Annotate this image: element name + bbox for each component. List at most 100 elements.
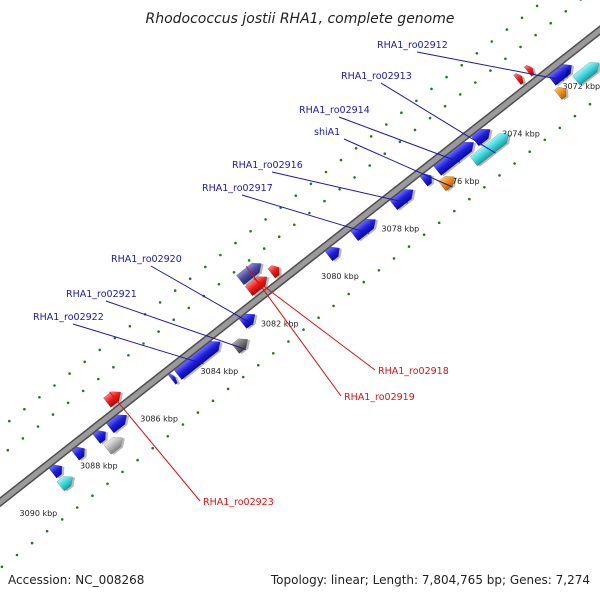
gene-feature[interactable] — [438, 171, 460, 192]
gene-feature[interactable] — [173, 336, 226, 381]
tick-dot — [234, 241, 237, 245]
gene-arrow[interactable] — [92, 427, 109, 445]
gene-arrow[interactable] — [71, 444, 88, 461]
tick-dot — [309, 182, 313, 186]
tick-dot — [428, 116, 432, 120]
gene-arrow[interactable] — [523, 63, 536, 77]
tick-dot — [398, 140, 402, 144]
tick-dot — [106, 482, 109, 486]
genome-backbone — [0, 27, 600, 506]
gene-arrow[interactable] — [56, 472, 76, 492]
tick-dot — [422, 233, 426, 236]
gene-label[interactable]: RHA1_ro02919 — [344, 392, 415, 403]
tick-dot — [317, 316, 320, 320]
tick-dot — [513, 162, 516, 165]
gene-arrow[interactable] — [48, 462, 65, 479]
tick-label: 3090 kbp — [20, 509, 58, 518]
tick-dot — [564, 10, 568, 13]
tick-dot — [81, 389, 85, 393]
gene-label[interactable]: RHA1_ro02914 — [299, 105, 370, 116]
gene-feature[interactable] — [389, 184, 419, 211]
tick-dot — [460, 63, 464, 67]
tick-dot — [549, 21, 552, 25]
gene-arrow[interactable] — [231, 335, 251, 354]
tick-dot — [458, 93, 462, 96]
gene-arrow[interactable] — [173, 337, 224, 380]
tick-dot — [528, 150, 531, 153]
tick-dot — [369, 135, 373, 138]
gene-feature[interactable] — [167, 372, 181, 386]
gene-arrow[interactable] — [513, 72, 526, 86]
tick-dot — [157, 330, 160, 333]
tick-dot — [257, 363, 260, 367]
gene-label[interactable]: RHA1_ro02918 — [378, 366, 449, 377]
gene-arrow[interactable] — [267, 263, 283, 279]
gene-label[interactable]: RHA1_ro02912 — [377, 40, 448, 51]
gene-label[interactable]: RHA1_ro02921 — [66, 289, 137, 300]
gene-label[interactable]: RHA1_ro02920 — [111, 254, 182, 265]
gene-feature[interactable] — [267, 262, 285, 280]
tick-dot — [475, 52, 479, 55]
gene-arrow[interactable] — [438, 172, 457, 192]
tick-dot — [347, 292, 351, 296]
tick-dot — [354, 146, 358, 150]
gene-feature[interactable] — [350, 214, 382, 243]
gene-feature[interactable] — [433, 137, 480, 177]
gene-feature[interactable] — [106, 410, 132, 435]
accession-text: Accession: NC_008268 — [8, 573, 145, 587]
tick-dot — [400, 111, 403, 114]
gene-feature[interactable] — [513, 71, 528, 86]
gene-feature[interactable] — [572, 57, 600, 87]
gene-label[interactable]: RHA1_ro02916 — [232, 160, 303, 171]
gene-feature[interactable] — [92, 426, 112, 445]
gene-feature[interactable] — [103, 432, 129, 456]
gene-label[interactable]: RHA1_ro02922 — [33, 312, 104, 323]
gene-feature[interactable] — [547, 63, 573, 87]
gene-arrow[interactable] — [106, 410, 130, 434]
gene-feature[interactable] — [48, 461, 68, 480]
tick-dot — [76, 506, 79, 509]
gene-arrow[interactable] — [167, 372, 179, 385]
tick-dot — [490, 40, 494, 43]
tick-dot — [127, 354, 130, 357]
gene-feature[interactable] — [56, 471, 79, 492]
gene-label[interactable]: RHA1_ro02917 — [202, 183, 273, 194]
tick-dot — [158, 301, 162, 304]
tick-dot — [241, 375, 245, 379]
gene-arrow[interactable] — [547, 64, 570, 86]
tick-dot — [558, 126, 562, 130]
genome-summary-text: Topology: linear; Length: 7,804,765 bp; … — [270, 573, 590, 587]
tick-dot — [6, 448, 10, 452]
gene-arrow[interactable] — [433, 138, 478, 176]
tick-dot — [293, 223, 296, 227]
tick-dot — [66, 401, 70, 405]
tick-dot — [520, 16, 524, 20]
gene-feature[interactable] — [103, 386, 126, 409]
gene-feature[interactable] — [324, 242, 345, 262]
gene-feature[interactable] — [554, 83, 572, 101]
tick-dot — [262, 247, 266, 250]
gene-feature[interactable] — [71, 443, 91, 462]
tick-dot — [232, 271, 236, 274]
tick-dot — [30, 541, 34, 545]
gene-feature[interactable] — [231, 334, 254, 355]
gene-arrow[interactable] — [350, 215, 380, 242]
gene-arrow[interactable] — [324, 243, 343, 262]
gene-label[interactable]: RHA1_ro02923 — [203, 497, 274, 508]
gene-feature[interactable] — [236, 258, 267, 287]
gene-arrow[interactable] — [103, 433, 126, 455]
gene-arrow[interactable] — [389, 185, 417, 211]
tick-dot — [97, 377, 100, 381]
gene-label[interactable]: shiA1 — [314, 127, 340, 138]
gene-label-leader — [72, 323, 204, 365]
tick-dot — [430, 87, 433, 91]
gene-arrow[interactable] — [554, 84, 570, 100]
tick-label: 3072 kbp — [562, 82, 600, 91]
tick-dot — [247, 259, 251, 262]
gene-arrow[interactable] — [236, 259, 265, 286]
gene-arrow[interactable] — [572, 58, 600, 86]
gene-label[interactable]: RHA1_ro02913 — [341, 71, 412, 82]
tick-dot — [83, 360, 86, 364]
gene-label-leader — [338, 116, 460, 163]
